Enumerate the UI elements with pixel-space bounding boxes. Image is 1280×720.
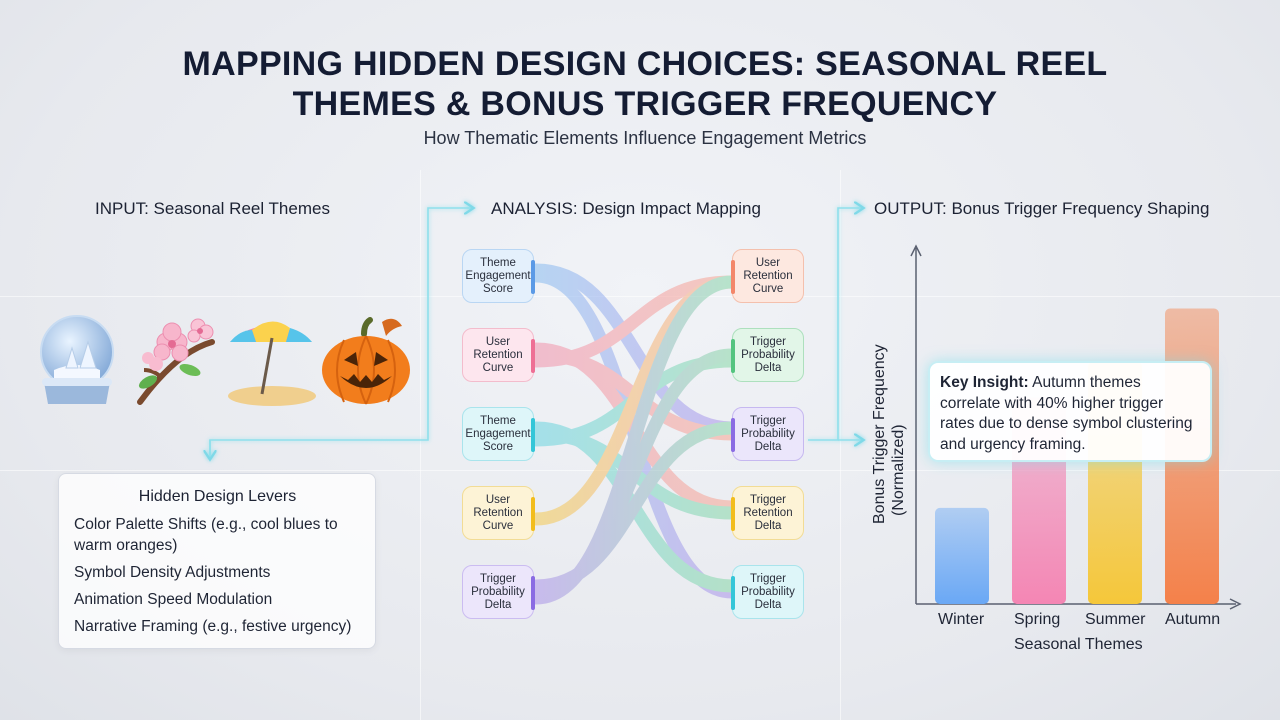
node-label: User Retention Curve	[743, 256, 793, 295]
lever-item: Color Palette Shifts (e.g., cool blues t…	[74, 516, 338, 554]
node-label: Trigger Probability Delta	[471, 572, 525, 611]
node-label: Trigger Retention Delta	[743, 493, 793, 532]
bg-grid-line	[840, 170, 841, 720]
y-axis-arrow	[910, 244, 922, 257]
x-axis-title: Seasonal Themes	[1014, 636, 1143, 653]
node-accent-bar	[731, 497, 735, 531]
node-label: User Retention Curve	[473, 335, 523, 374]
lever-item: Animation Speed Modulation	[74, 591, 273, 608]
input-section-label: INPUT: Seasonal Reel Themes	[95, 199, 330, 218]
left-node-user-retention-curve: User Retention Curve	[462, 328, 535, 382]
right-node-trigger-probability-delta-3: Trigger Probability Delta	[731, 565, 804, 619]
connector-analysis-to-output	[808, 208, 862, 441]
flow-ribbon	[529, 421, 739, 593]
y-axis-title-line-2: (Normalized)	[890, 424, 907, 516]
x-tick-label-spring: Spring	[1014, 611, 1061, 628]
mapping-flows	[529, 263, 739, 605]
insight-heading: Key Insight:	[940, 374, 1029, 391]
left-node-user-retention-curve-2: User Retention Curve	[462, 486, 535, 540]
analysis-section-label: ANALYSIS: Design Impact Mapping	[491, 199, 761, 218]
page-subtitle: How Thematic Elements Influence Engageme…	[423, 128, 867, 148]
snow-globe-icon	[40, 315, 114, 404]
flow-connectors	[210, 208, 862, 458]
left-node-theme-engagement-score: Theme Engagement Score	[462, 249, 535, 303]
node-accent-bar	[731, 576, 735, 610]
y-axis-title-line-1: Bonus Trigger Frequency	[871, 344, 888, 524]
x-axis-arrow	[1229, 598, 1242, 610]
lever-item: Narrative Framing (e.g., festive urgency…	[74, 618, 352, 635]
right-node-user-retention-curve: User Retention Curve	[731, 249, 804, 303]
node-accent-bar	[731, 260, 735, 294]
left-node-theme-engagement-score-2: Theme Engagement Score	[462, 407, 535, 461]
x-tick-label-summer: Summer	[1085, 611, 1146, 628]
left-node-trigger-probability-delta: Trigger Probability Delta	[462, 565, 535, 619]
right-node-trigger-retention-delta: Trigger Retention Delta	[731, 486, 804, 540]
node-label: Trigger Probability Delta	[741, 335, 795, 374]
flow-ribbon	[529, 263, 739, 435]
seasonal-icons	[36, 312, 416, 412]
y-axis-title: Bonus Trigger Frequency (Normalized)	[870, 344, 907, 524]
page-title: MAPPING HIDDEN DESIGN CHOICES: SEASONAL …	[140, 44, 1150, 124]
node-label: Trigger Probability Delta	[741, 414, 795, 453]
bg-grid-line	[420, 170, 421, 720]
node-accent-bar	[731, 418, 735, 452]
node-accent-bar	[531, 418, 535, 452]
hidden-design-levers-card: Hidden Design Levers Color Palette Shift…	[58, 473, 376, 649]
beach-umbrella-icon	[228, 321, 316, 406]
node-accent-bar	[531, 260, 535, 294]
node-accent-bar	[531, 339, 535, 373]
page-title-line-1: MAPPING HIDDEN DESIGN CHOICES: SEASONAL …	[182, 45, 1108, 83]
bar-winter	[935, 507, 989, 604]
node-accent-bar	[531, 497, 535, 531]
right-node-trigger-probability-delta: Trigger Probability Delta	[731, 328, 804, 382]
x-tick-label-winter: Winter	[938, 611, 985, 628]
node-label: User Retention Curve	[473, 493, 523, 532]
key-insight-callout: Key Insight: Autumn themes correlate wit…	[928, 361, 1212, 462]
insight-text: Autumn themes correlate with 40% higher …	[940, 374, 1193, 453]
node-accent-bar	[731, 339, 735, 373]
x-tick-label-autumn: Autumn	[1165, 611, 1221, 628]
output-section-label: OUTPUT: Bonus Trigger Frequency Shaping	[874, 199, 1210, 218]
node-label: Theme Engagement Score	[465, 256, 531, 295]
page-title-line-2: THEMES & BONUS TRIGGER FREQUENCY	[292, 85, 998, 123]
lever-item: Symbol Density Adjustments	[74, 564, 271, 581]
levers-title: Hidden Design Levers	[138, 488, 297, 505]
node-label: Theme Engagement Score	[465, 414, 531, 453]
pumpkin-icon	[322, 317, 410, 405]
cherry-blossom-icon	[137, 318, 215, 405]
node-accent-bar	[531, 576, 535, 610]
right-node-trigger-probability-delta-2: Trigger Probability Delta	[731, 407, 804, 461]
bg-grid-line	[0, 296, 1280, 297]
node-label: Trigger Probability Delta	[741, 572, 795, 611]
